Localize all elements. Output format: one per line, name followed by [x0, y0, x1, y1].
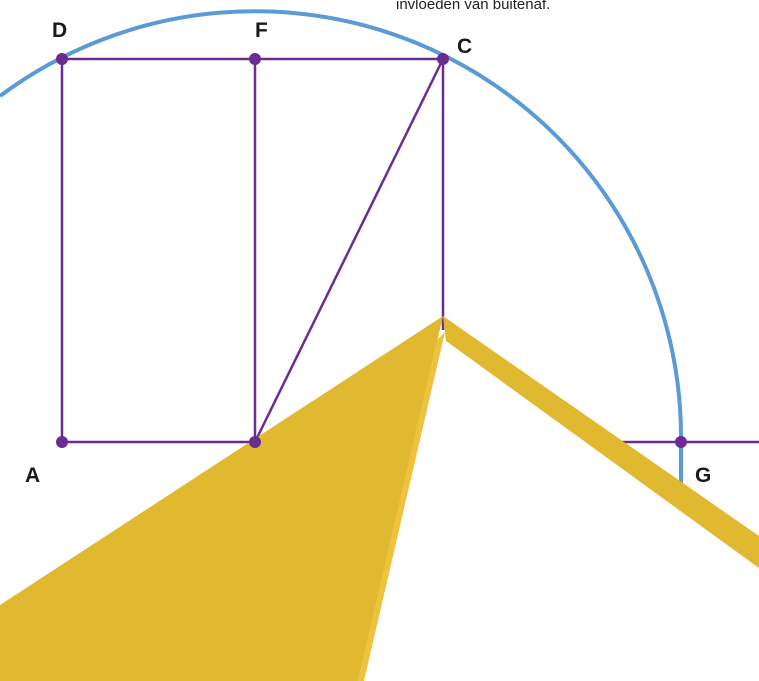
- label-f: F: [255, 19, 268, 42]
- gold-triangle: [0, 316, 443, 681]
- gold-inner-sliver: [358, 332, 445, 681]
- label-g: G: [695, 464, 711, 487]
- point-f: [249, 53, 261, 65]
- caption-text: invloeden van buitenaf.: [396, 0, 551, 13]
- label-a: A: [25, 464, 40, 487]
- gold-shape: [0, 316, 759, 681]
- point-d: [56, 53, 68, 65]
- label-d: D: [52, 19, 67, 42]
- label-c: C: [457, 35, 472, 58]
- point-a: [56, 436, 68, 448]
- point-g: [675, 436, 687, 448]
- points: [56, 53, 687, 448]
- point-c: [437, 53, 449, 65]
- line-bc-diagonal: [253, 58, 445, 443]
- circle-arc: [0, 9, 684, 485]
- point-b: [249, 436, 261, 448]
- gold-band: [443, 316, 759, 568]
